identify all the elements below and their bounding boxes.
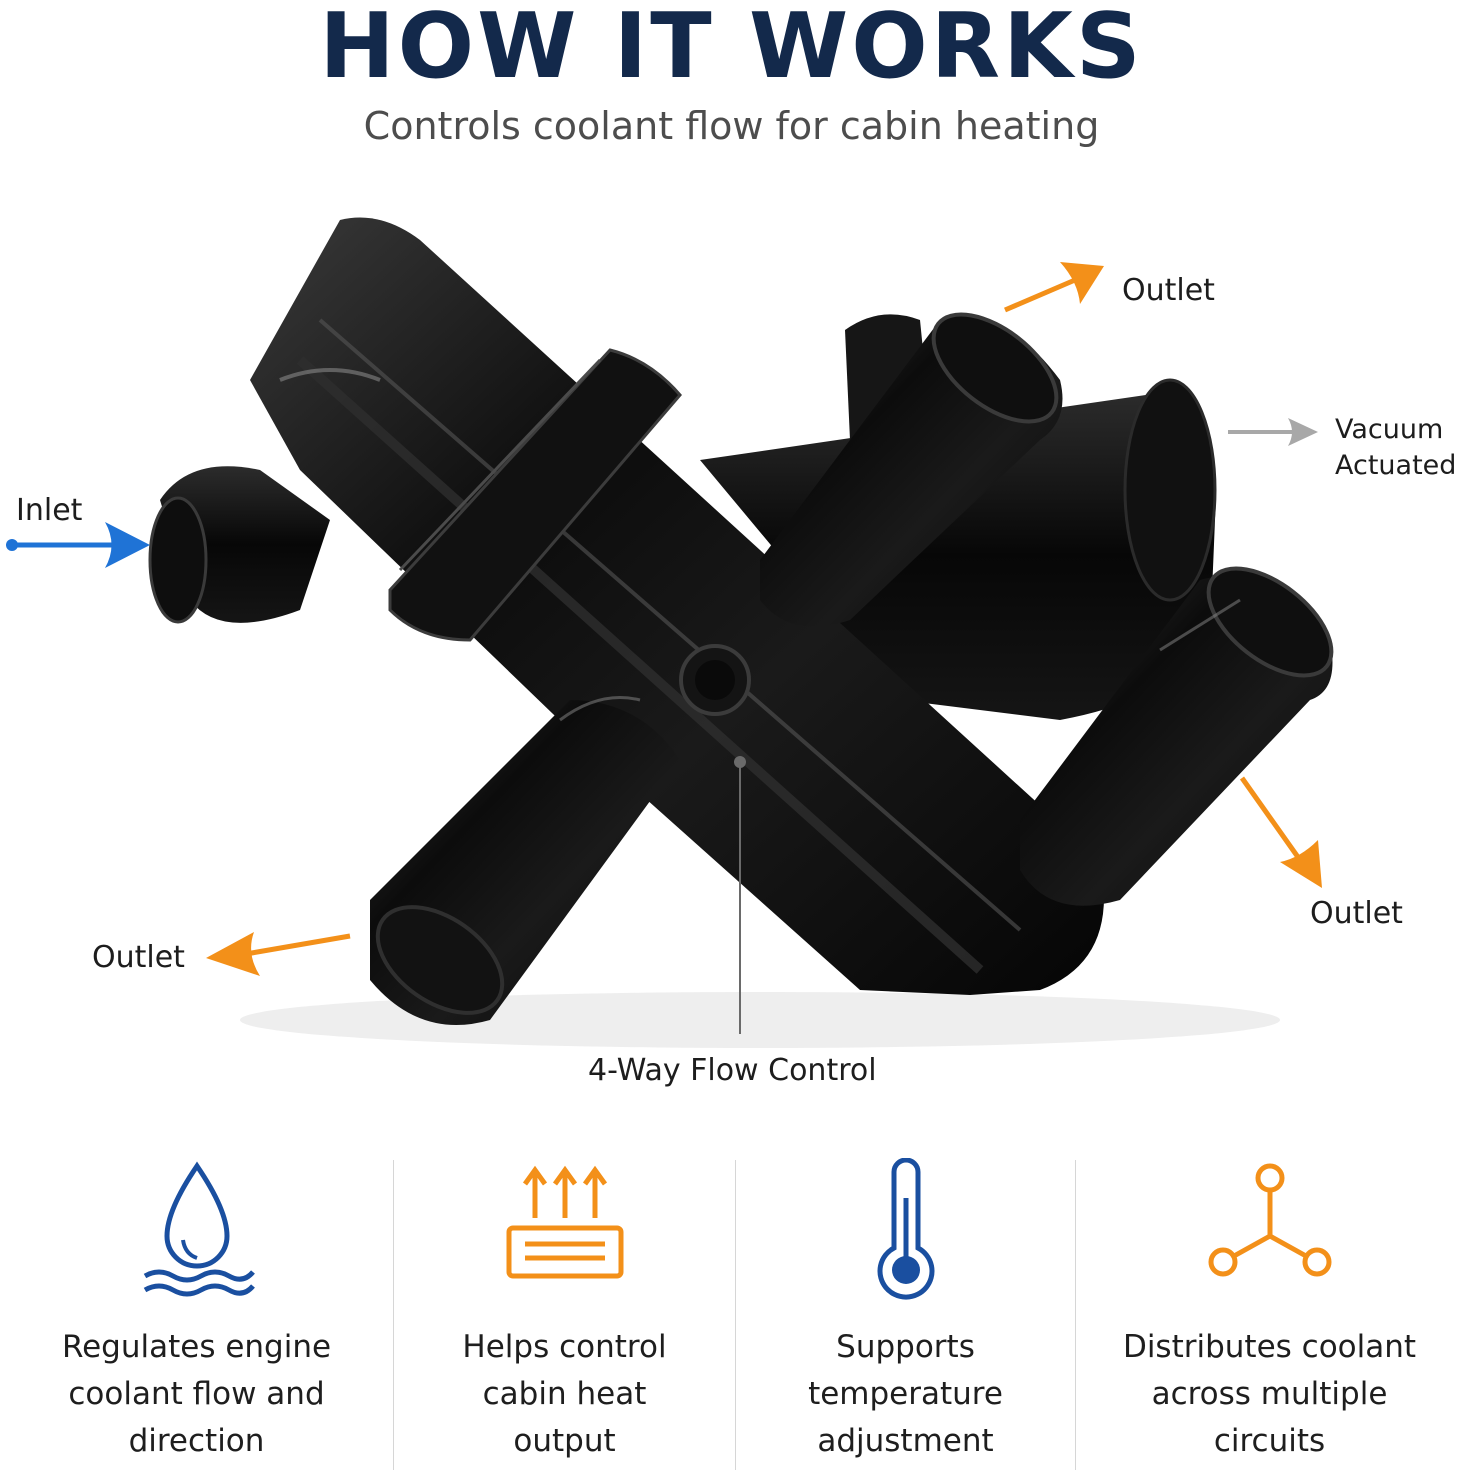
top-outlet-port-part — [760, 312, 1063, 627]
feature-label: Regulates engine coolant flow and direct… — [61, 1329, 332, 1459]
right-outlet-port-part — [1020, 566, 1334, 906]
page-subtitle: Controls coolant flow for cabin heating — [363, 104, 1100, 148]
valve-main-body — [250, 217, 1104, 995]
feature-row: Regulates engine coolant flow and direct… — [0, 1150, 1463, 1476]
feature-card-heat-output: Helps control cabin heat output — [394, 1150, 735, 1476]
feature-card-distribution: Distributes coolant across multiple circ… — [1076, 1150, 1463, 1476]
feature-label: Helps control cabin heat output — [462, 1329, 667, 1459]
vacuum-label-line1: Vacuum — [1335, 414, 1444, 445]
feature-divider — [735, 1160, 736, 1470]
thermometer-icon — [877, 1158, 934, 1300]
inlet-label: Inlet — [16, 493, 83, 528]
outlet-left-label: Outlet — [92, 940, 185, 975]
feature-label: Supports temperature adjustment — [808, 1329, 1003, 1459]
distribution-icon — [1208, 1163, 1331, 1277]
inlet-arrow-icon — [6, 522, 150, 568]
flange-part — [388, 348, 682, 642]
heat-output-icon — [506, 1165, 623, 1279]
heater-valve-image — [6, 217, 1334, 1048]
outlet-arrow-top-icon — [1004, 262, 1104, 313]
feature-divider — [1075, 1160, 1076, 1470]
outlet-top-label: Outlet — [1122, 273, 1215, 308]
inlet-port-part — [148, 466, 330, 624]
page-title: HOW IT WORKS — [319, 0, 1144, 99]
bottom-outlet-port-part — [370, 700, 680, 1025]
vacuum-label-line2: Actuated — [1335, 450, 1457, 481]
outlet-arrow-left-icon — [206, 932, 351, 976]
vacuum-arrow-icon — [1228, 418, 1318, 446]
feature-divider — [393, 1160, 394, 1470]
center-leader-line — [734, 756, 746, 1034]
feature-label: Distributes coolant across multiple circ… — [1122, 1329, 1417, 1459]
water-drop-icon — [143, 1161, 255, 1297]
outlet-right-label: Outlet — [1310, 896, 1403, 931]
center-label: 4-Way Flow Control — [588, 1053, 877, 1088]
feature-card-coolant-flow: Regulates engine coolant flow and direct… — [0, 1150, 393, 1476]
outlet-arrow-right-icon — [1239, 776, 1322, 888]
feature-card-temperature: Supports temperature adjustment — [736, 1150, 1075, 1476]
